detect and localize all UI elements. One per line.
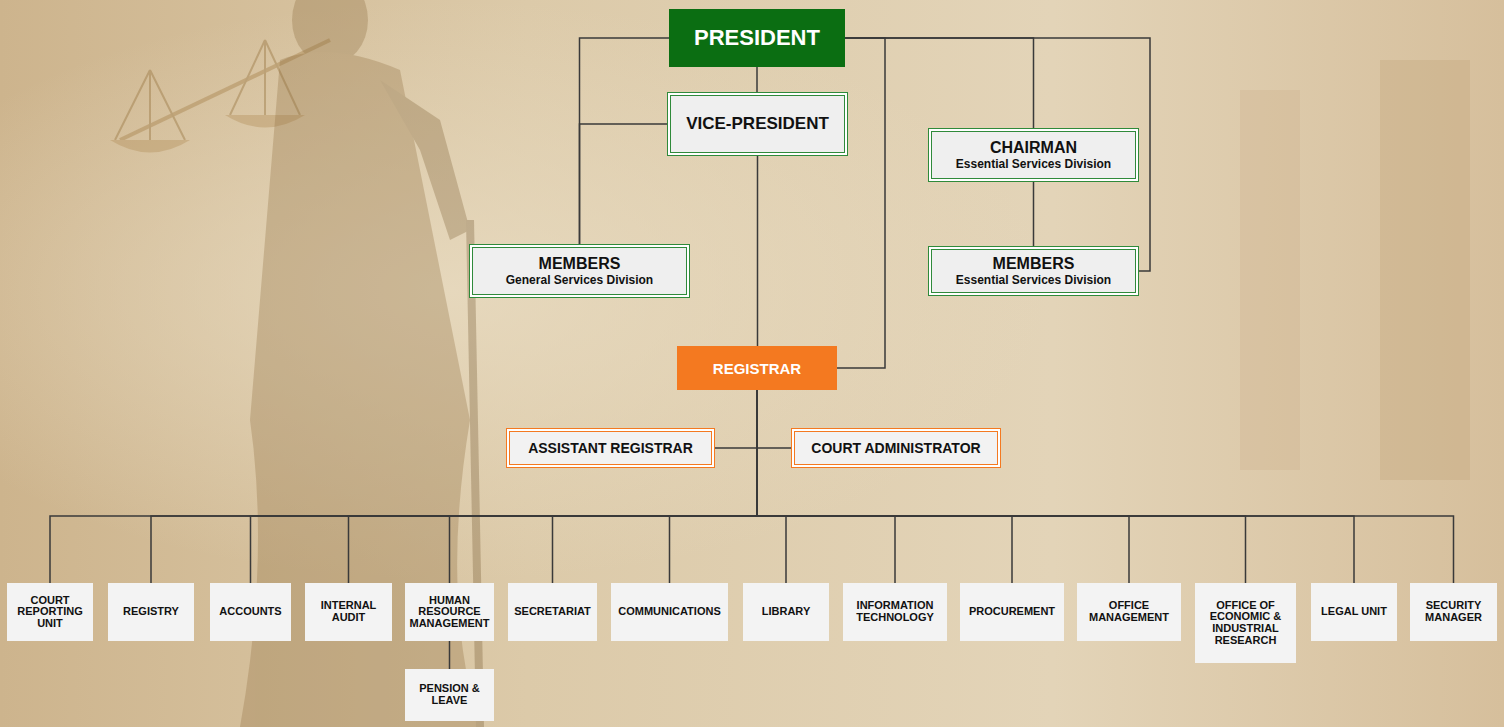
node-label: ACCOUNTS	[213, 606, 288, 618]
connector-line	[757, 390, 1246, 583]
connector-line	[553, 390, 758, 583]
connector-line	[712, 390, 757, 448]
node-label: SECRETARIAT	[511, 606, 594, 618]
court-administrator-box: COURT ADMINISTRATOR	[794, 431, 998, 465]
connector-line	[757, 390, 786, 583]
department-box: COMMUNICATIONS	[611, 583, 728, 641]
connector-line	[349, 390, 758, 583]
connector-line	[580, 38, 670, 247]
connector-line	[580, 124, 671, 247]
node-label: General Services Division	[478, 273, 681, 287]
registrar-box: REGISTRAR	[677, 346, 837, 390]
president-box: PRESIDENT	[669, 9, 845, 67]
node-label: LIBRARY	[746, 606, 826, 618]
connector-line	[845, 38, 1034, 131]
department-box: REGISTRY	[108, 583, 194, 641]
connector-line	[757, 390, 895, 583]
connector-line	[757, 390, 1454, 583]
members-box: MEMBERSGeneral Services Division	[472, 247, 687, 295]
node-label: OFFICE MANAGEMENT	[1080, 600, 1178, 623]
node-label: CHAIRMAN	[937, 139, 1130, 157]
department-box: INFORMATION TECHNOLOGY	[843, 583, 947, 641]
department-box: HUMAN RESOURCE MANAGEMENT	[405, 583, 494, 641]
department-box: PROCUREMENT	[960, 583, 1064, 641]
connector-line	[757, 390, 1012, 583]
node-label: OFFICE OF ECONOMIC & INDUSTRIAL RESEARCH	[1198, 600, 1293, 646]
node-label: LEGAL UNIT	[1314, 606, 1394, 618]
node-label: Essential Services Division	[937, 273, 1130, 287]
node-label: INFORMATION TECHNOLOGY	[846, 600, 944, 623]
connector-line	[845, 38, 1150, 271]
node-label: MEMBERS	[937, 255, 1130, 273]
node-label: Essential Services Division	[937, 157, 1130, 171]
assistant-registrar-box: ASSISTANT REGISTRAR	[509, 431, 712, 465]
department-box: SECURITY MANAGER	[1410, 583, 1497, 641]
connector-line	[756, 67, 758, 95]
connector-line	[251, 390, 758, 583]
node-label: HUMAN RESOURCE MANAGEMENT	[408, 595, 491, 630]
connector-line	[1033, 179, 1035, 249]
department-box: INTERNAL AUDIT	[305, 583, 392, 641]
node-label: REGISTRAR	[683, 360, 831, 377]
node-label: REGISTRY	[111, 606, 191, 618]
department-box: ACCOUNTS	[210, 583, 291, 641]
connector-line	[757, 390, 794, 448]
node-label: MEMBERS	[478, 255, 681, 273]
chairman-box: CHAIRMANEssential Services Division	[931, 131, 1136, 179]
connector-line	[757, 390, 1354, 583]
department-box: LEGAL UNIT	[1311, 583, 1397, 641]
connector-line	[837, 38, 885, 368]
vice-president-box: VICE-PRESIDENT	[670, 95, 845, 153]
department-box: SECRETARIAT	[508, 583, 597, 641]
node-label: COURT ADMINISTRATOR	[800, 440, 992, 456]
connector-line	[670, 390, 758, 583]
node-label: COMMUNICATIONS	[614, 606, 725, 618]
node-label: VICE-PRESIDENT	[676, 114, 839, 134]
node-label: SECURITY MANAGER	[1413, 600, 1494, 623]
connector-line	[50, 390, 757, 583]
connector-line	[757, 390, 1129, 583]
pension-box: PENSION & LEAVE	[405, 669, 494, 721]
department-box: OFFICE MANAGEMENT	[1077, 583, 1181, 641]
department-box: COURT REPORTING UNIT	[7, 583, 93, 641]
node-label: PRESIDENT	[675, 25, 839, 51]
node-label: ASSISTANT REGISTRAR	[515, 440, 706, 456]
members-box: MEMBERSEssential Services Division	[931, 249, 1136, 293]
department-box: OFFICE OF ECONOMIC & INDUSTRIAL RESEARCH	[1195, 583, 1296, 663]
connector-line	[151, 390, 757, 583]
node-label: PENSION & LEAVE	[408, 683, 491, 706]
connector-line	[449, 641, 451, 669]
node-label: INTERNAL AUDIT	[308, 600, 389, 623]
connector-line	[757, 153, 759, 346]
node-label: PROCUREMENT	[963, 606, 1061, 618]
node-label: COURT REPORTING UNIT	[10, 595, 90, 630]
connector-line	[450, 390, 758, 583]
department-box: LIBRARY	[743, 583, 829, 641]
